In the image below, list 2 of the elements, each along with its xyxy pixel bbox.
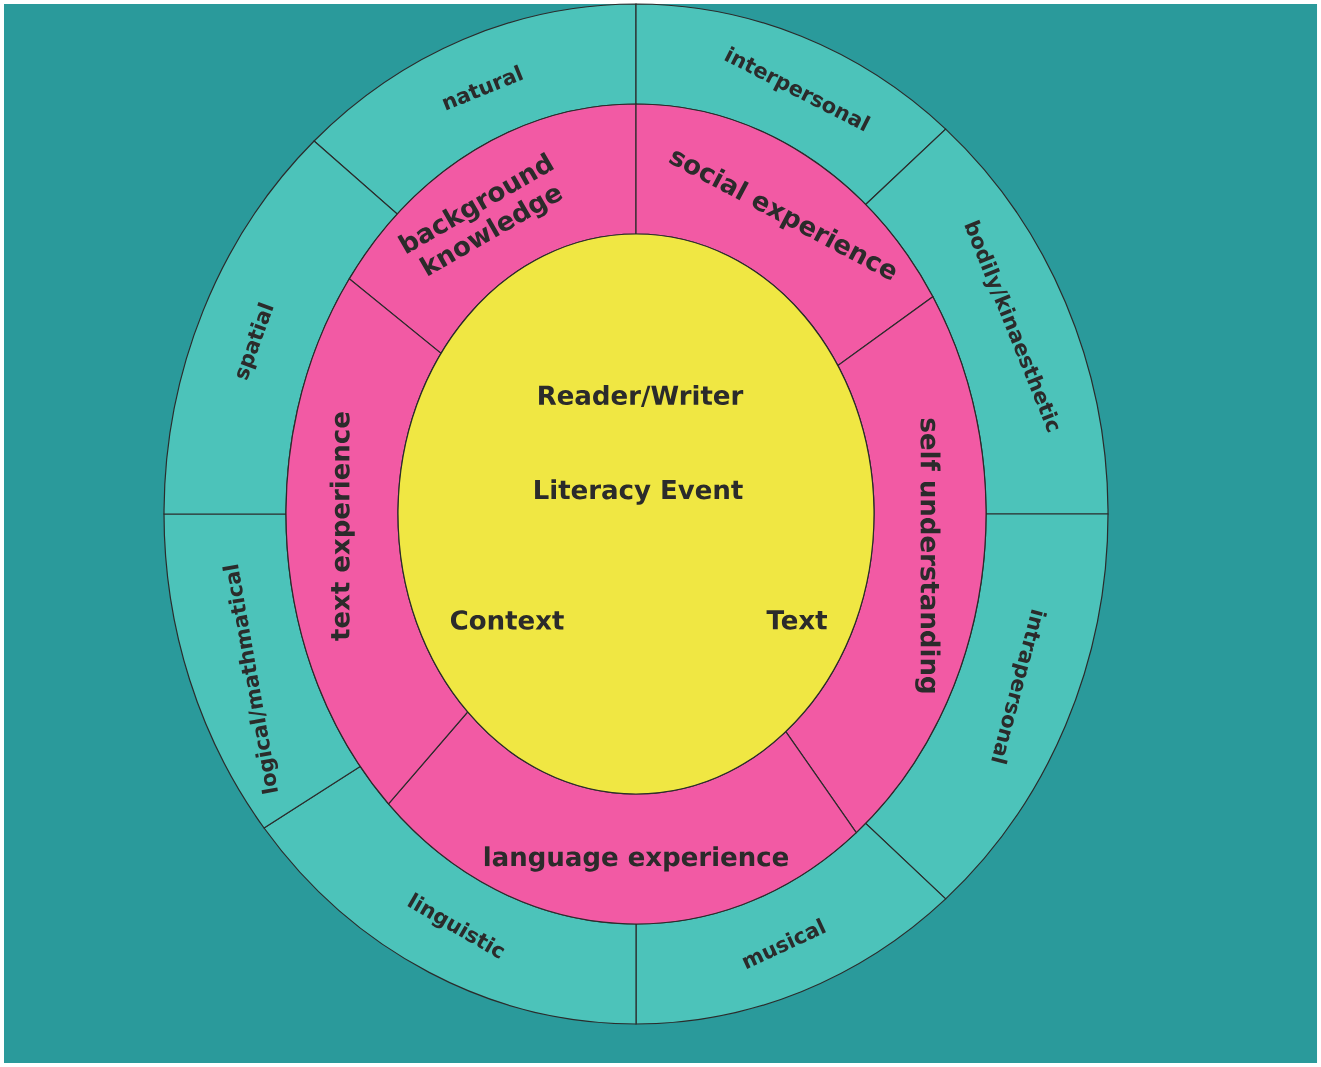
center-label: Reader/Writer bbox=[539, 384, 744, 408]
center-label: Literacy Event bbox=[535, 479, 743, 505]
